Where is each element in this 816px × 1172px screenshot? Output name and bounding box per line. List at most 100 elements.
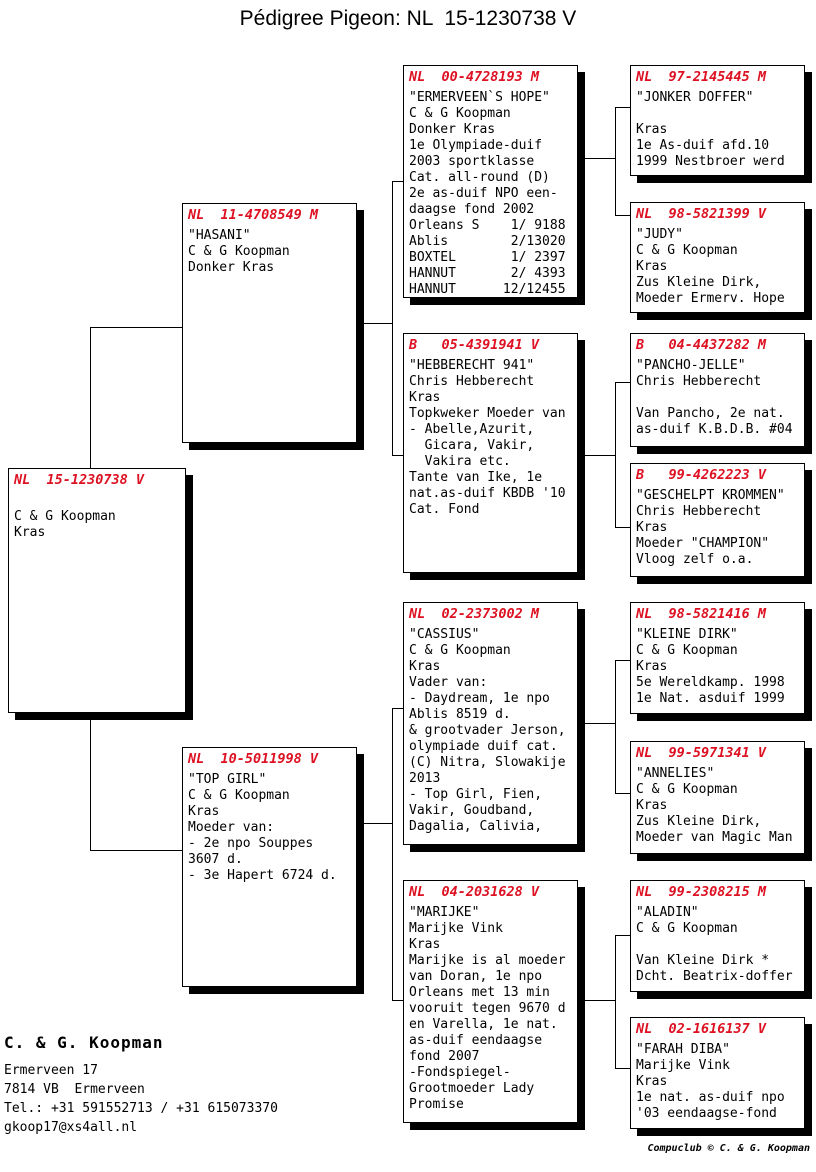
breeder-contact: C. & G. Koopman Ermerveen 17 7814 VB Erm…	[4, 1033, 278, 1137]
ring-number: NL 00-4728193 M	[409, 69, 540, 85]
pigeon-detail-line: Moeder "CHAMPION"	[636, 536, 770, 551]
connector-line	[615, 793, 631, 794]
pigeon-detail-line: Vakira etc.	[409, 454, 511, 469]
pigeon-detail-line: "ANNELIES"	[636, 766, 715, 781]
pigeon-detail-line: 2013	[409, 771, 441, 786]
connector-line	[392, 181, 393, 456]
ring-number: NL 02-2373002 M	[409, 606, 540, 622]
pigeon-detail-line: Cat. all-round (D)	[409, 170, 550, 185]
pigeon-detail-line: Donker Kras	[188, 260, 275, 275]
connector-line	[615, 382, 616, 528]
pigeon-detail-line: - Daydream, 1e npo	[409, 691, 550, 706]
pigeon-detail-line: Van Kleine Dirk *	[636, 953, 770, 968]
ring-number: NL 98-5821416 M	[636, 606, 767, 622]
pigeon-detail-line: daagse fond 2002	[409, 202, 535, 217]
pigeon-detail-line: as-duif K.B.D.B. #04	[636, 422, 793, 437]
pedigree-box-ggp3: B 04-4437282 M "PANCHO-JELLE"Chris Hebbe…	[630, 333, 805, 447]
pigeon-detail-line: Grootmoeder Lady	[409, 1081, 535, 1096]
pigeon-detail-line	[636, 390, 799, 406]
connector-line	[615, 660, 616, 794]
pigeon-detail-line: Vloog zelf o.a.	[636, 552, 754, 567]
pigeon-detail-line: Kras	[188, 804, 220, 819]
ring-number: NL 04-2031628 V	[409, 884, 540, 900]
breeder-address-line: 7814 VB Ermerveen	[4, 1082, 145, 1097]
connector-line	[357, 823, 393, 824]
pigeon-detail-line: 1e nat. as-duif npo	[636, 1090, 785, 1105]
pigeon-detail-line: 2e as-duif NPO een-	[409, 186, 558, 201]
pigeon-detail-line: "JONKER DOFFER"	[636, 90, 754, 105]
pigeon-detail-line: "HEBBERECHT 941"	[409, 358, 535, 373]
pigeon-detail-line: van Doran, 1e npo	[409, 969, 543, 984]
connector-line	[578, 455, 615, 456]
ring-number: B 04-4437282 M	[636, 337, 767, 353]
pigeon-detail-line: Zus Kleine Dirk,	[636, 814, 762, 829]
pigeon-detail-line: Moeder van:	[188, 820, 275, 835]
pigeon-detail-line: Kras	[409, 937, 441, 952]
connector-line	[615, 935, 631, 936]
connector-line	[392, 708, 404, 709]
pigeon-detail-line: C & G Koopman	[14, 509, 116, 524]
connector-line	[615, 935, 616, 1069]
pigeon-detail-line: Chris Hebberecht	[636, 374, 762, 389]
ring-number: NL 02-1616137 V	[636, 1021, 767, 1037]
pigeon-detail-line: Ablis 2/13020	[409, 234, 566, 249]
connector-line	[615, 660, 631, 661]
pigeon-detail-line: (C) Nitra, Slowakije	[409, 755, 566, 770]
pigeon-detail-line: HANNUT 12/12455	[409, 282, 566, 297]
pigeon-detail-line: Dagalia, Calivia,	[409, 819, 543, 834]
pedigree-box-ggp8: NL 02-1616137 V "FARAH DIBA"Marijke Vink…	[630, 1017, 805, 1129]
connector-line	[615, 107, 631, 108]
pigeon-detail-line: Zus Kleine Dirk,	[636, 275, 762, 290]
pigeon-detail-line: Cat. Fond	[409, 502, 480, 517]
pigeon-detail-line: Marijke Vink	[636, 1058, 730, 1073]
pigeon-detail-line: C & G Koopman	[409, 643, 511, 658]
pigeon-detail-line: 1999 Nestbroer werd	[636, 154, 785, 169]
pigeon-detail-line: Gicara, Vakir,	[409, 438, 535, 453]
pigeon-detail-line: "ALADIN"	[636, 905, 699, 920]
connector-line	[392, 708, 393, 1001]
ring-number: NL 15-1230738 V	[14, 472, 145, 488]
pigeon-detail-line: HANNUT 2/ 4393	[409, 266, 566, 281]
pigeon-detail-line: olympiade duif cat.	[409, 739, 558, 754]
pigeon-detail-line: Kras	[636, 122, 668, 137]
pigeon-detail-line: "GESCHELPT KROMMEN"	[636, 488, 785, 503]
pigeon-detail-line: Orleans met 13 min	[409, 985, 550, 1000]
pigeon-detail-line: "HASANI"	[188, 228, 251, 243]
connector-line	[615, 107, 616, 216]
pigeon-detail-line: C & G Koopman	[636, 921, 738, 936]
pedigree-box-ggp4: B 99-4262223 V "GESCHELPT KROMMEN"Chris …	[630, 463, 805, 577]
pigeon-detail-line: Kras	[409, 659, 441, 674]
pigeon-detail-line: Dcht. Beatrix-doffer	[636, 969, 793, 984]
pigeon-detail-line: "KLEINE DIRK"	[636, 627, 738, 642]
pigeon-detail-line: 1e Olympiade-duif	[409, 138, 543, 153]
pigeon-details: "PANCHO-JELLE"Chris Hebberecht Van Panch…	[636, 358, 799, 438]
breeder-email: gkoop17@xs4all.nl	[4, 1120, 138, 1135]
pigeon-detail-line: BOXTEL 1/ 2397	[409, 250, 566, 265]
breeder-phone: Tel.: +31 591552713 / +31 615073370	[4, 1101, 278, 1116]
connector-line	[392, 181, 404, 182]
connector-line	[578, 158, 615, 159]
pigeon-detail-line: C & G Koopman	[636, 643, 738, 658]
pigeon-detail-line: Kras	[636, 520, 668, 535]
connector-line	[615, 1068, 631, 1069]
connector-line	[90, 850, 183, 851]
pigeon-detail-line	[636, 106, 799, 122]
pigeon-detail-line: "JUDY"	[636, 227, 683, 242]
pigeon-detail-line: - Abelle,Azurit,	[409, 422, 535, 437]
pigeon-detail-line: "ERMERVEEN`S HOPE"	[409, 90, 550, 105]
pigeon-detail-line: vooruit tegen 9670 d	[409, 1001, 566, 1016]
connector-line	[392, 1000, 404, 1001]
pigeon-detail-line: '03 eendaagse-fond	[636, 1106, 777, 1121]
pigeon-detail-line: Moeder Ermerv. Hope	[636, 291, 785, 306]
connector-line	[357, 323, 393, 324]
pigeon-detail-line: Kras	[409, 390, 441, 405]
